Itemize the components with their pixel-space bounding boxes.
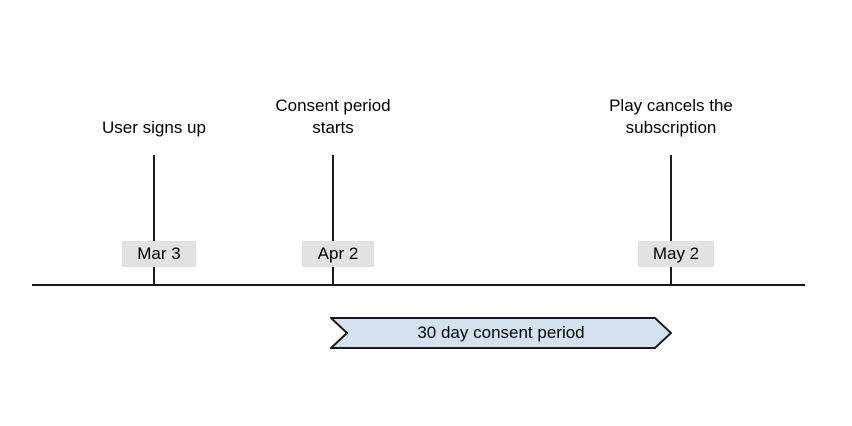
date-chip-mar-3: Mar 3 bbox=[122, 241, 196, 267]
event-label-user-signs-up: User signs up bbox=[102, 118, 206, 137]
timeline-tick-apr-2 bbox=[332, 155, 334, 285]
date-chip-apr-2: Apr 2 bbox=[302, 241, 374, 267]
timeline-tick-mar-3 bbox=[153, 155, 155, 285]
event-label-play-cancels-subscription: Play cancels the subscription bbox=[609, 96, 733, 137]
banner-label: 30 day consent period bbox=[417, 323, 585, 342]
timeline-tick-may-2 bbox=[670, 155, 672, 285]
banner-chevron-shape bbox=[330, 317, 672, 349]
date-chip-may-2: May 2 bbox=[638, 241, 714, 267]
timeline-axis bbox=[32, 284, 805, 286]
event-label-consent-period-starts: Consent period starts bbox=[275, 96, 391, 137]
consent-period-banner: 30 day consent period bbox=[330, 317, 672, 349]
